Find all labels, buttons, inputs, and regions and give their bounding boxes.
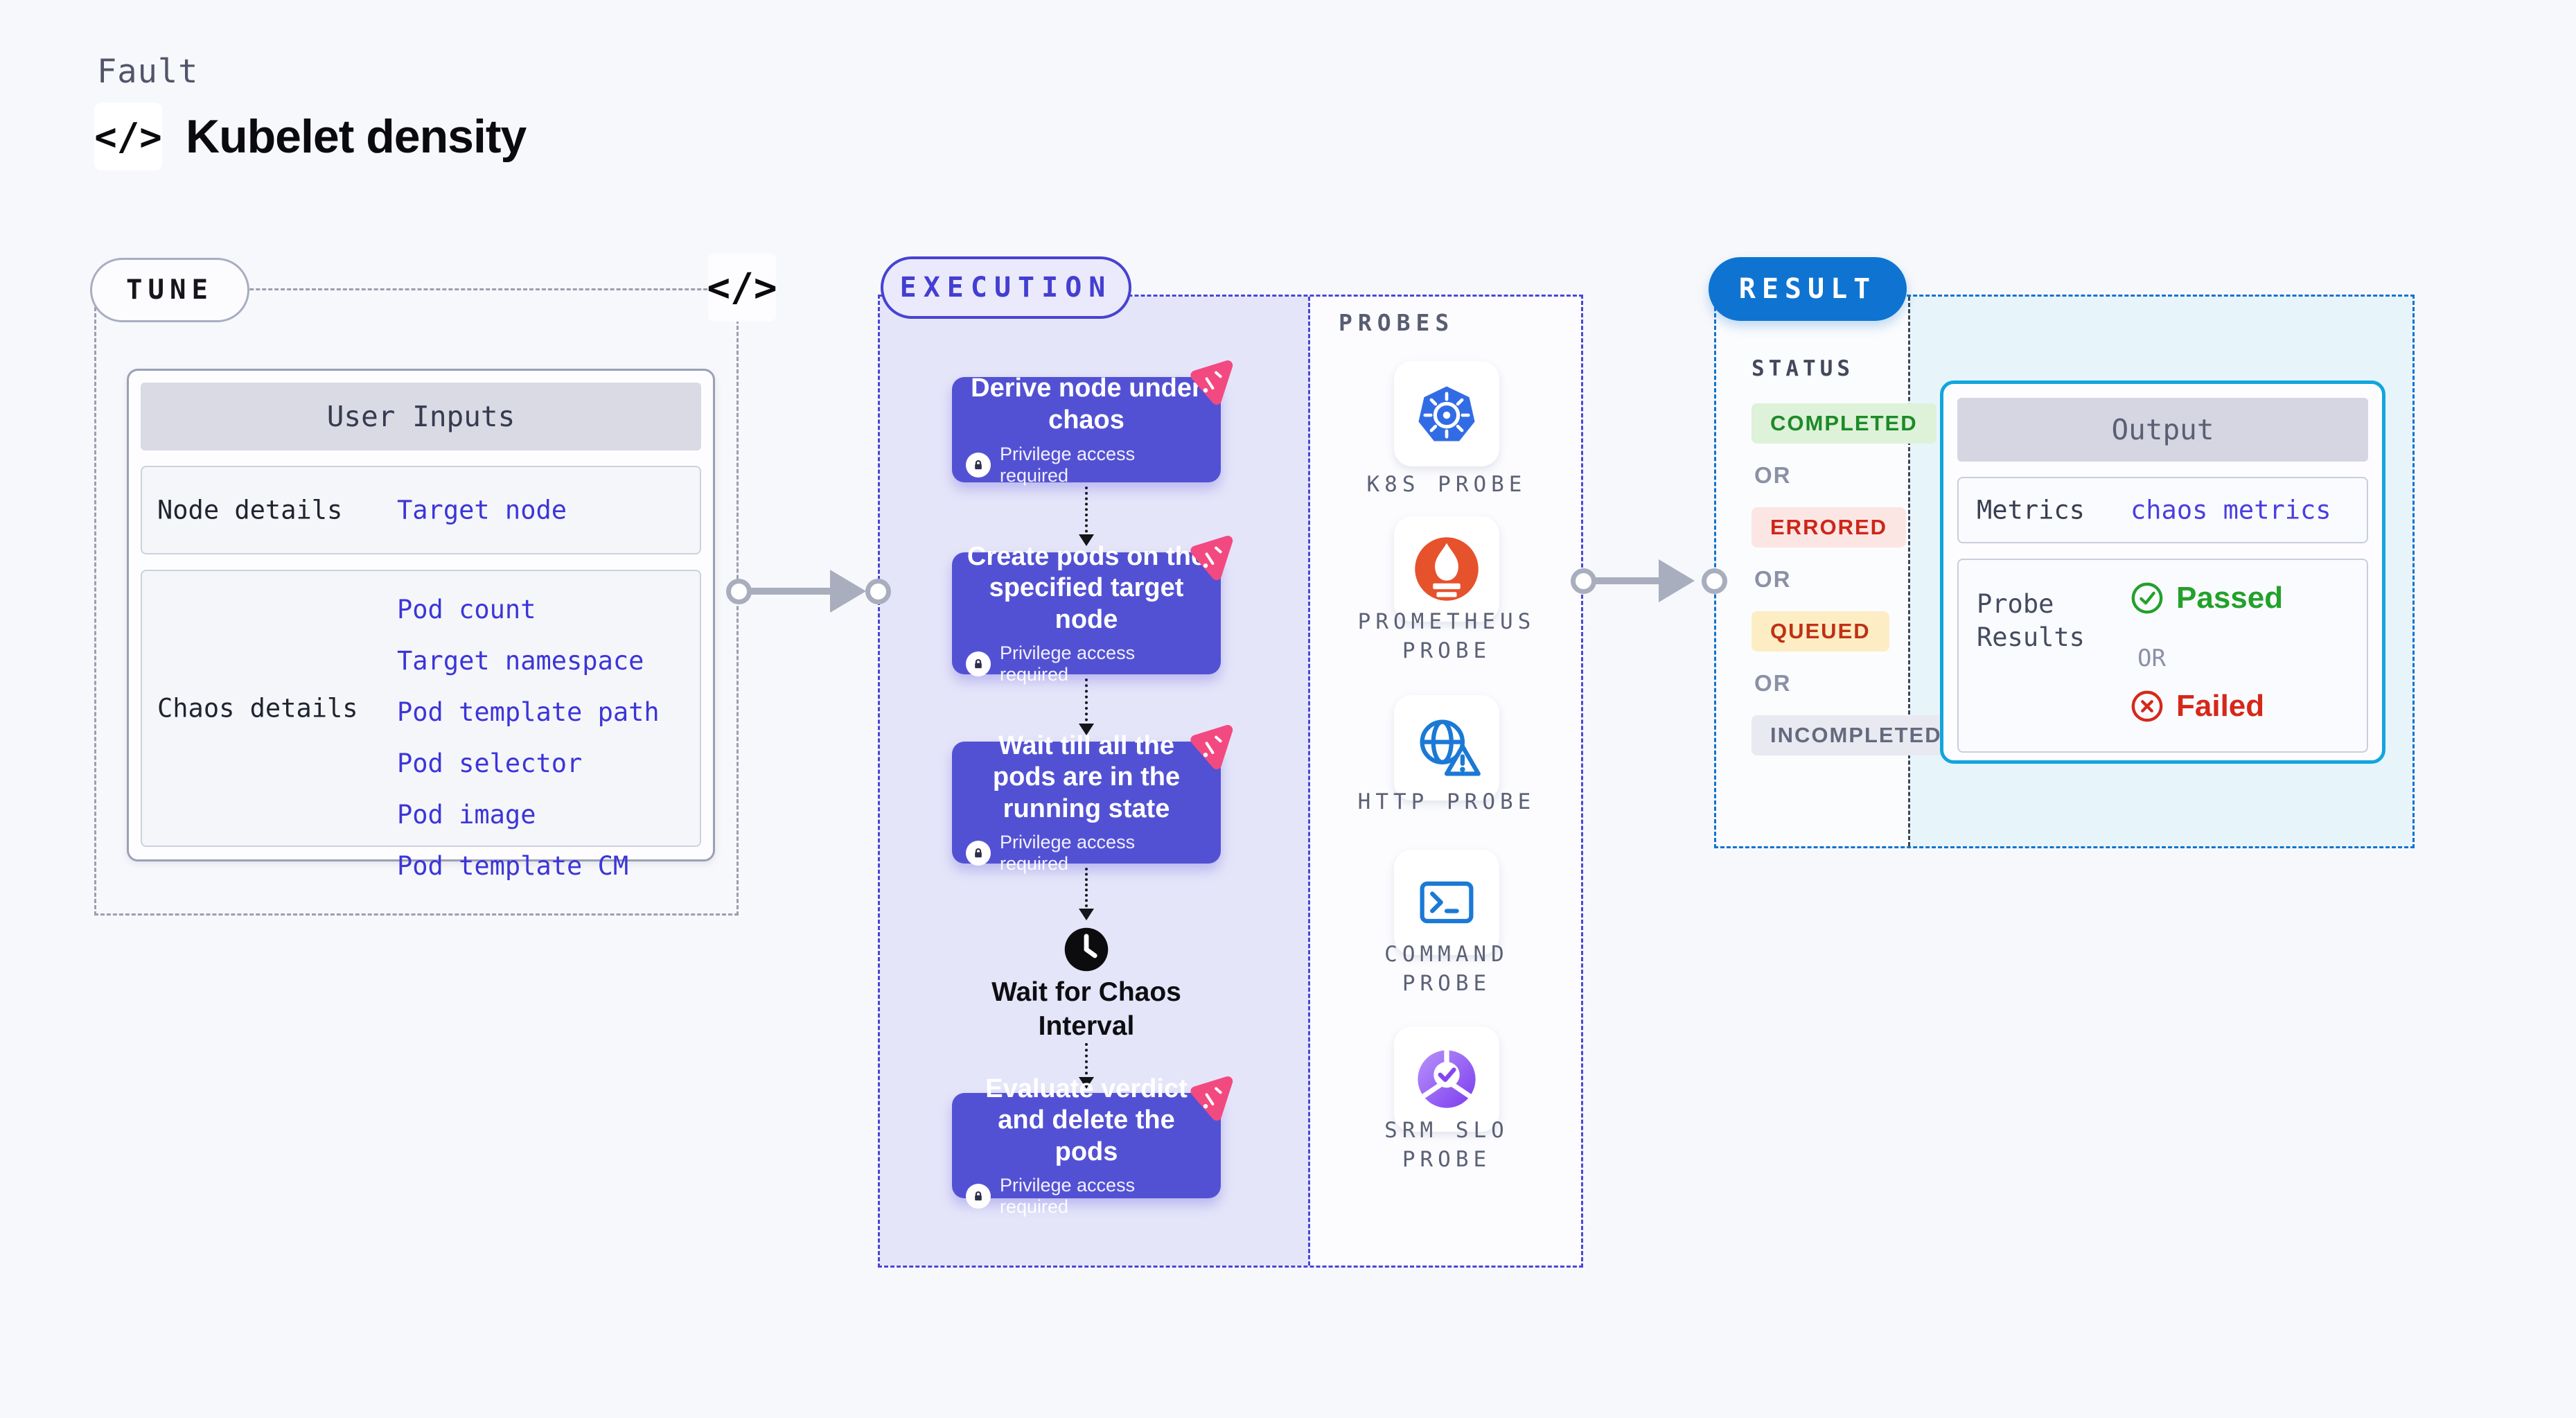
slo-gauge-icon	[1418, 1048, 1476, 1108]
flow-arrow	[1079, 679, 1094, 735]
verdict-passed: Passed	[2131, 581, 2283, 615]
fault-eyebrow: Fault	[97, 53, 199, 91]
privilege-badge: Privilege access required	[1000, 832, 1136, 875]
metrics-row: Metrics chaos metrics	[1957, 477, 2368, 543]
probes-label: PROBES	[1339, 309, 1455, 336]
wait-chaos-interval-label: Wait for Chaos Interval	[991, 977, 1181, 1041]
privilege-badge: Privilege access required	[1000, 642, 1136, 685]
chaos-details-row: Chaos details Pod count Target namespace…	[141, 570, 701, 881]
page-title: Kubelet density	[186, 110, 527, 163]
status-badge-incompleted: INCOMPLETED	[1752, 715, 1961, 755]
chaos-metrics-link[interactable]: chaos metrics	[2131, 495, 2331, 525]
privilege-badge: Privilege access required	[1000, 443, 1136, 486]
or-separator: OR	[1754, 462, 1792, 488]
probe-label: COMMAND PROBE	[1384, 942, 1509, 996]
step-title: Wait till all the pods are in the runnin…	[992, 730, 1181, 823]
output-card: Output Metrics chaos metrics Probe Resul…	[1940, 380, 2385, 764]
check-circle-icon	[2131, 582, 2163, 614]
step-derive-node: Derive node under chaos Privilege access…	[952, 360, 1233, 486]
step-wait-pods-running: Wait till all the pods are in the runnin…	[952, 725, 1233, 874]
kubernetes-icon	[1418, 386, 1475, 441]
srm-slo-probe-card	[1394, 1026, 1499, 1132]
command-probe-card	[1394, 850, 1499, 955]
verdict-failed: Failed	[2131, 689, 2264, 724]
page-title-row: </> Kubelet density	[94, 103, 527, 170]
connector-arrowhead	[1659, 559, 1695, 602]
chaos-pinwheel-icon	[1190, 360, 1233, 405]
failed-label: Failed	[2176, 689, 2265, 723]
privilege-badge: Privilege access required	[1000, 1175, 1136, 1218]
node-details-row: Node details Target node	[141, 466, 701, 554]
probe-label: SRM SLO PROBE	[1384, 1118, 1509, 1172]
status-label: STATUS	[1752, 356, 1854, 381]
pod-template-cm-link[interactable]: Pod template CM	[397, 851, 629, 881]
probe-results-label: Probe Results	[1977, 589, 2085, 652]
code-icon: </>	[94, 103, 162, 170]
chaos-pinwheel-icon	[1190, 1076, 1233, 1121]
user-inputs-card: User Inputs Node details Target node Cha…	[127, 369, 715, 881]
connector-line	[739, 588, 841, 595]
pod-template-path-link[interactable]: Pod template path	[397, 697, 660, 727]
http-probe-card	[1394, 695, 1499, 800]
connector-start-dot	[1571, 568, 1596, 594]
connector-end-dot	[865, 579, 891, 604]
lock-icon	[966, 841, 991, 866]
globe-warning-icon	[1420, 719, 1481, 776]
connector-line	[1583, 577, 1677, 584]
connector-arrowhead	[830, 570, 866, 613]
k8s-probe-card	[1394, 361, 1499, 466]
flow-arrow	[1079, 487, 1094, 546]
or-separator: OR	[2137, 645, 2166, 672]
probe-results-row: Probe Results Passed OR Failed	[1957, 559, 2368, 753]
lock-icon	[966, 651, 991, 677]
or-separator: OR	[1754, 670, 1792, 696]
x-circle-icon	[2131, 690, 2163, 722]
result-pill: RESULT	[1709, 257, 1907, 321]
prometheus-probe-card	[1394, 516, 1499, 622]
flow-arrow	[1079, 1043, 1094, 1089]
step-title: Create pods on the specified target node	[967, 541, 1206, 634]
lock-icon	[966, 1184, 991, 1209]
flow-arrow	[1079, 868, 1094, 920]
chaos-pinwheel-icon	[1190, 536, 1233, 580]
or-separator: OR	[1754, 566, 1792, 592]
prometheus-icon	[1415, 537, 1479, 601]
metrics-label: Metrics	[1977, 495, 2085, 525]
target-node-link[interactable]: Target node	[397, 495, 567, 525]
status-badge-queued: QUEUED	[1752, 611, 1889, 651]
connector-end-dot	[1702, 568, 1727, 594]
user-inputs-title: User Inputs	[141, 383, 701, 450]
step-title: Evaluate verdict and delete the pods	[985, 1074, 1188, 1166]
connector-start-dot	[726, 579, 752, 604]
target-namespace-link[interactable]: Target namespace	[397, 646, 644, 676]
pod-selector-link[interactable]: Pod selector	[397, 749, 583, 778]
clock-icon	[1063, 926, 1110, 973]
status-list: COMPLETED OR ERRORED OR QUEUED OR INCOMP…	[1752, 403, 1961, 755]
probe-label: PROMETHEUS PROBE	[1357, 609, 1536, 663]
pod-count-link[interactable]: Pod count	[397, 595, 536, 624]
tune-pill: TUNE	[90, 258, 249, 322]
status-badge-completed: COMPLETED	[1752, 403, 1937, 444]
probe-label: K8S PROBE	[1366, 472, 1527, 497]
probe-label: HTTP PROBE	[1357, 789, 1536, 814]
chaos-pinwheel-icon	[1190, 725, 1233, 769]
step-create-pods: Create pods on the specified target node…	[952, 536, 1233, 685]
terminal-icon	[1420, 881, 1474, 924]
step-evaluate-verdict: Evaluate verdict and delete the pods Pri…	[952, 1074, 1233, 1217]
lock-icon	[966, 452, 991, 478]
passed-label: Passed	[2176, 581, 2284, 615]
node-details-label: Node details	[157, 495, 343, 525]
status-badge-errored: ERRORED	[1752, 507, 1907, 548]
output-title: Output	[1957, 398, 2368, 462]
tune-code-icon: </>	[707, 254, 777, 322]
chaos-details-label: Chaos details	[157, 693, 358, 724]
execution-pill: EXECUTION	[881, 256, 1131, 319]
step-title: Derive node under chaos	[971, 374, 1202, 435]
pod-image-link[interactable]: Pod image	[397, 800, 536, 830]
